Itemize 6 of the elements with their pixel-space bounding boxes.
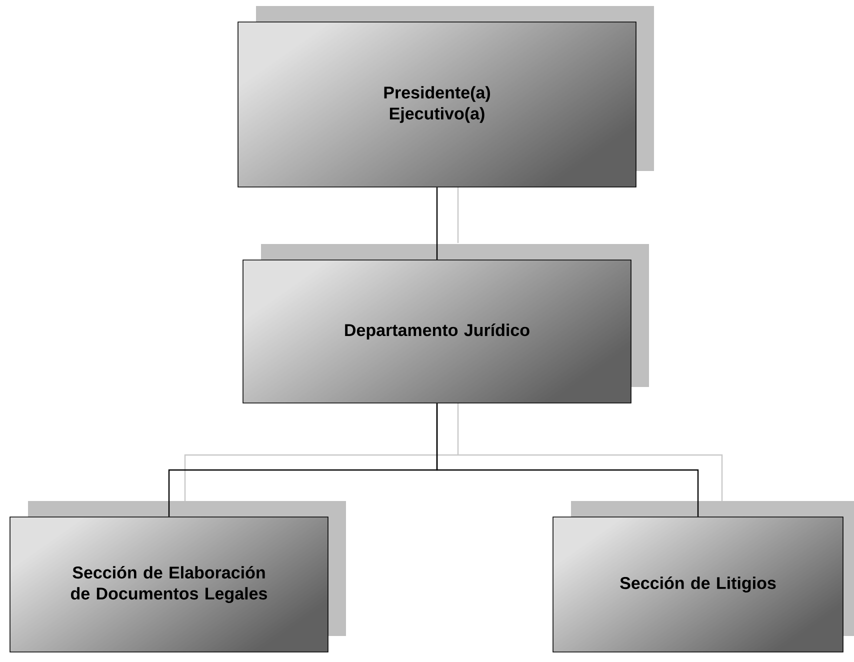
org-box: Sección de Litigios bbox=[552, 501, 854, 652]
connector-line bbox=[436, 403, 699, 517]
org-box: Departamento Jurídico bbox=[242, 244, 649, 404]
org-box: Sección de Elaboración de Documentos Legales bbox=[10, 501, 346, 652]
connector-line bbox=[436, 187, 438, 260]
org-box: Presidente(a) Ejecutivo(a) bbox=[238, 6, 654, 188]
